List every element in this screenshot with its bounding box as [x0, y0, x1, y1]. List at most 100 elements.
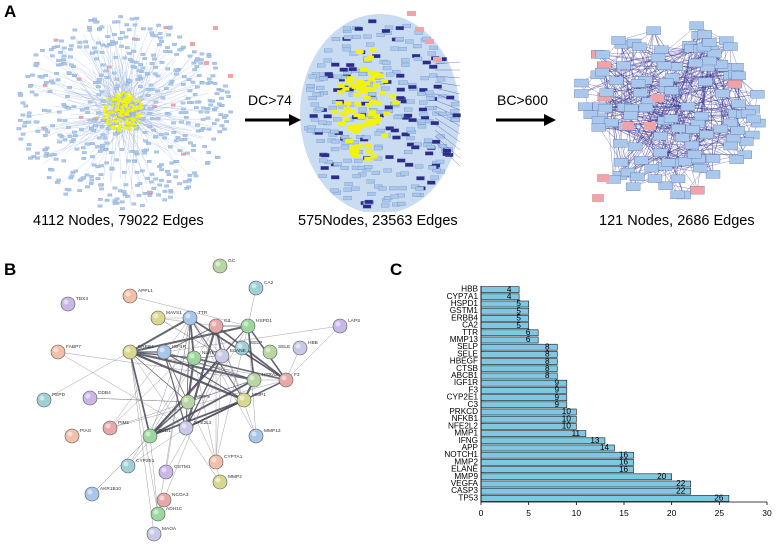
category-label: C3 — [468, 400, 479, 409]
category-label: CYP7A1 — [447, 292, 479, 301]
ppi-node: F3 — [278, 372, 300, 388]
bar — [480, 286, 520, 293]
category-label: CTSB — [456, 364, 478, 373]
data-label: 5 — [516, 321, 521, 330]
ppi-node-label: CA2 — [264, 280, 274, 286]
ppi-node-label: NCOA3 — [172, 492, 189, 498]
x-tick-label: 5 — [526, 508, 531, 518]
x-tick-label: 30 — [762, 508, 772, 518]
category-label: IFNG — [458, 436, 478, 445]
category-label: CYP2E1 — [447, 393, 479, 402]
ppi-node: MMP13 — [248, 428, 281, 444]
ppi-node: MMP9 — [180, 394, 210, 410]
ppi-node-label: ERBB4 — [138, 344, 154, 350]
ppi-node-label: TTR — [198, 310, 208, 316]
ppi-node: APPL1 — [122, 288, 153, 304]
category-label: MMP13 — [450, 335, 479, 344]
x-tick-label: 10 — [572, 508, 582, 518]
bar — [480, 459, 634, 466]
ppi-node: PIM1 — [102, 420, 130, 436]
ppi-node-label: MMP2 — [228, 474, 242, 480]
ppi-node-label: NFE2L2 — [194, 420, 212, 426]
panel-b-letter: B — [4, 260, 17, 279]
network-dc-filtered — [300, 11, 461, 212]
bar — [480, 480, 692, 488]
data-label: 16 — [619, 450, 629, 459]
ppi-node: TBX3 — [60, 296, 88, 312]
data-label: 4 — [507, 292, 512, 301]
data-label: 6 — [526, 335, 531, 344]
ppi-node: SOD1 — [142, 428, 171, 444]
network-caption-2: 575Nodes, 23563 Edges — [298, 213, 458, 229]
data-label: 10 — [562, 414, 572, 423]
ppi-node: SELE — [262, 344, 290, 360]
category-label: F3 — [468, 385, 478, 394]
ppi-node-label: PIM1 — [118, 420, 130, 426]
data-label: 4 — [507, 285, 512, 294]
ppi-node: ELANE — [214, 348, 246, 364]
ppi-node-label: ELANE — [230, 348, 246, 354]
ppi-node-label: FABP7 — [66, 344, 81, 350]
ppi-node-label: AKR1B10 — [100, 486, 121, 492]
ppi-node: CYP2E1 — [120, 458, 155, 474]
ppi-node-label: C3 — [224, 318, 230, 324]
ppi-node: NFE2L2 — [178, 420, 212, 436]
category-label: TTR — [462, 328, 478, 337]
bar — [480, 437, 606, 445]
category-label: IGF1R — [454, 378, 478, 387]
ppi-node: PEPD — [36, 392, 66, 408]
category-label: MMP2 — [454, 457, 478, 466]
category-label: MMP1 — [454, 429, 478, 438]
category-label: SELE — [457, 349, 478, 358]
data-label: 14 — [600, 443, 610, 452]
ppi-node-label: PEPD — [52, 392, 66, 398]
category-label: ABCB1 — [451, 371, 478, 380]
ppi-node-label: MAOA — [162, 526, 177, 532]
x-tick-label: 0 — [479, 508, 484, 518]
ppi-node: TTR — [182, 310, 208, 326]
ppi-node-label: MAVS1 — [166, 310, 182, 316]
category-label: NFE2L2 — [448, 421, 478, 430]
ppi-node-label: LAPS — [348, 318, 360, 324]
category-label: TP53 — [458, 493, 478, 502]
panel-c-letter: C — [390, 260, 403, 279]
ppi-node: MAOA — [146, 526, 177, 542]
x-tick-label: 25 — [715, 508, 725, 518]
category-label: ELANE — [451, 465, 478, 474]
bar — [480, 315, 529, 322]
arrow-label-bc: BC>600 — [497, 92, 548, 108]
ppi-node-label: SOD1 — [158, 428, 171, 434]
network-bc-filtered — [574, 21, 766, 202]
bar — [480, 473, 672, 481]
category-label: HBEGF — [450, 357, 478, 366]
arrow-dc — [245, 114, 301, 126]
category-label: GSTM1 — [450, 306, 479, 315]
x-tick-label: 15 — [619, 508, 629, 518]
bar — [480, 466, 634, 473]
ppi-node: NLRP3 — [186, 350, 218, 366]
ppi-node: ERBB4 — [122, 344, 154, 360]
bar — [480, 430, 587, 437]
ppi-node: IGF1R — [156, 344, 187, 360]
bar — [480, 300, 529, 308]
category-label: NFKB1 — [452, 414, 479, 423]
arrow-bc — [496, 114, 556, 126]
bar — [480, 495, 730, 502]
network-caption-1: 4112 Nodes, 79022 Edges — [33, 213, 204, 229]
data-label: 8 — [545, 350, 550, 359]
category-label: MMP9 — [454, 472, 478, 481]
data-label: 26 — [714, 494, 724, 503]
data-label: 9 — [555, 400, 560, 409]
category-label: HSPD1 — [451, 299, 479, 308]
ppi-node: MMP1 — [236, 392, 266, 408]
data-label: 10 — [562, 407, 572, 416]
ppi-node: C3 — [208, 318, 230, 334]
network-full — [16, 15, 233, 211]
ppi-node-label: HSPD1 — [256, 318, 272, 324]
ppi-node: LAPS — [332, 318, 360, 334]
category-label: NOTCH1 — [444, 450, 478, 459]
ppi-node: PIAS — [64, 428, 91, 444]
data-label: 8 — [545, 357, 550, 366]
